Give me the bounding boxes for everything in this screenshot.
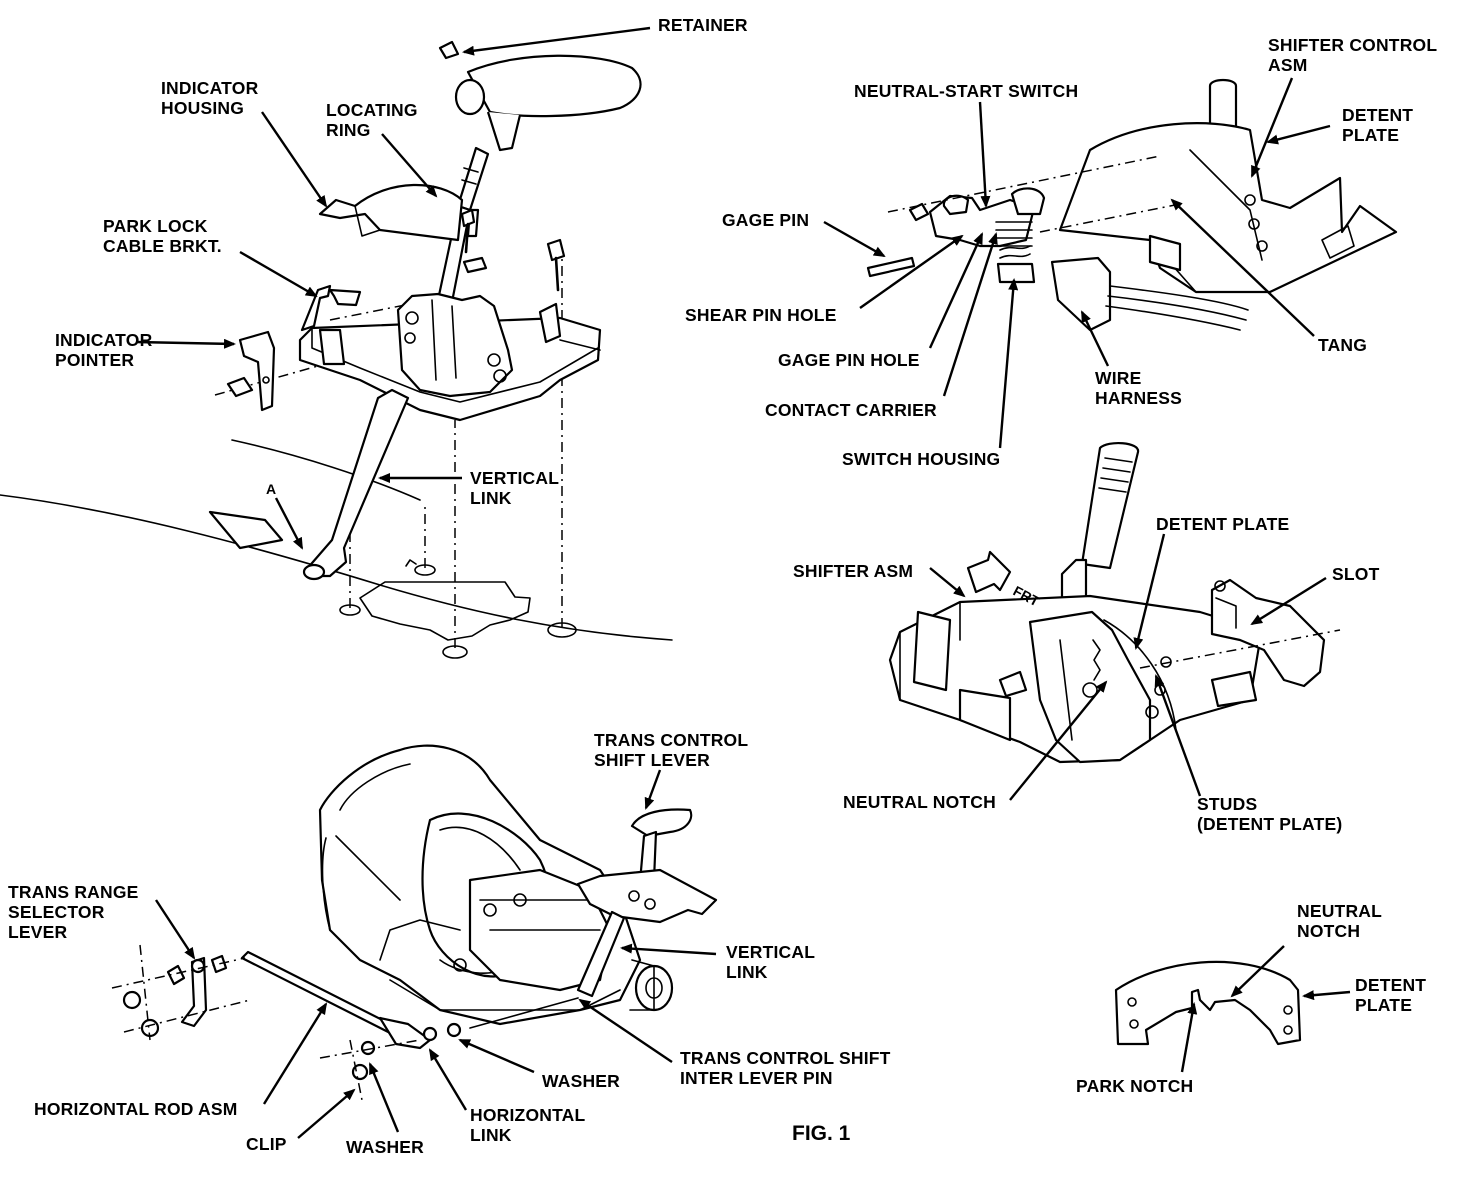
transmission-case xyxy=(318,744,642,1026)
label-inter-lever-pin-2: INTER LEVER PIN xyxy=(680,1068,833,1088)
shifter-asm-mid xyxy=(888,442,1326,764)
label-vertical-link-top-2: LINK xyxy=(470,488,512,508)
trans-control-shift-lever-part xyxy=(576,808,718,924)
label-retainer: RETAINER xyxy=(658,15,748,35)
bottom-axis-lines xyxy=(111,944,421,1101)
label-washer-bottom: WASHER xyxy=(346,1137,424,1157)
shifter-base xyxy=(298,292,602,422)
label-locating-ring-2: RING xyxy=(326,120,371,140)
shifter-control-asm xyxy=(1058,78,1398,294)
frt-arrow xyxy=(966,550,1012,594)
vertical-link-bottom-part xyxy=(576,910,674,1012)
shift-knob xyxy=(438,40,642,152)
switch-axis-lines xyxy=(887,155,1181,233)
label-wire-harness-1: WIRE xyxy=(1095,368,1142,388)
label-detent-plate-detail-1: DETENT xyxy=(1355,975,1426,995)
label-point-a: A xyxy=(266,481,276,497)
bolt-top-left xyxy=(460,208,566,292)
label-neutral-notch-mid: NEUTRAL NOTCH xyxy=(843,792,996,812)
label-gage-pin-hole: GAGE PIN HOLE xyxy=(778,350,920,370)
neutral-start-switch xyxy=(908,187,1046,284)
label-detent-plate-top-2: PLATE xyxy=(1342,125,1399,145)
label-vertical-link-top-1: VERTICAL xyxy=(470,468,559,488)
label-horizontal-link-1: HORIZONTAL xyxy=(470,1105,586,1125)
label-detent-plate-top-1: DETENT xyxy=(1342,105,1413,125)
vertical-link-top xyxy=(302,388,410,581)
label-studs-1: STUDS xyxy=(1197,794,1257,814)
label-trans-range-selector-2: SELECTOR xyxy=(8,902,105,922)
label-shifter-asm: SHIFTER ASM xyxy=(793,561,913,581)
park-lock-cable-bracket xyxy=(300,284,362,332)
labels: RETAINER INDICATOR HOUSING LOCATING RING… xyxy=(8,15,1437,1157)
label-studs-2: (DETENT PLATE) xyxy=(1197,814,1342,834)
label-indicator-pointer-2: POINTER xyxy=(55,350,134,370)
label-neutral-start-switch: NEUTRAL-START SWITCH xyxy=(854,81,1078,101)
label-inter-lever-pin-1: TRANS CONTROL SHIFT xyxy=(680,1048,891,1068)
label-detent-plate-detail-2: PLATE xyxy=(1355,995,1412,1015)
label-washer-right: WASHER xyxy=(542,1071,620,1091)
label-vertical-link-bottom-2: LINK xyxy=(726,962,768,982)
label-contact-carrier: CONTACT CARRIER xyxy=(765,400,937,420)
label-clip: CLIP xyxy=(246,1134,287,1154)
floor-panel xyxy=(0,439,673,659)
horizontal-rod xyxy=(240,950,579,1081)
indicator-pointer xyxy=(226,330,276,412)
label-shifter-control-asm-2: ASM xyxy=(1268,55,1308,75)
label-shear-pin-hole: SHEAR PIN HOLE xyxy=(685,305,837,325)
label-indicator-housing-2: HOUSING xyxy=(161,98,244,118)
label-trans-control-shift-lever-2: SHIFT LEVER xyxy=(594,750,710,770)
label-detent-plate-mid: DETENT PLATE xyxy=(1156,514,1289,534)
label-slot: SLOT xyxy=(1332,564,1380,584)
label-shifter-control-asm-1: SHIFTER CONTROL xyxy=(1268,35,1437,55)
label-horizontal-rod-asm: HORIZONTAL ROD ASM xyxy=(34,1099,238,1119)
label-trans-range-selector-1: TRANS RANGE xyxy=(8,882,139,902)
label-park-notch: PARK NOTCH xyxy=(1076,1076,1193,1096)
figure-caption: FIG. 1 xyxy=(792,1122,851,1145)
range-selector-lever-part xyxy=(122,954,228,1038)
leader-lines xyxy=(135,26,1351,1139)
label-neutral-notch-detail-1: NEUTRAL xyxy=(1297,901,1382,921)
label-park-lock-2: CABLE BRKT. xyxy=(103,236,222,256)
label-gage-pin: GAGE PIN xyxy=(722,210,809,230)
label-switch-housing: SWITCH HOUSING xyxy=(842,449,1000,469)
label-indicator-pointer-1: INDICATOR xyxy=(55,330,153,350)
label-wire-harness-2: HARNESS xyxy=(1095,388,1182,408)
gage-pin xyxy=(866,256,916,278)
slot-axis-line xyxy=(1139,629,1341,669)
label-vertical-link-bottom-1: VERTICAL xyxy=(726,942,815,962)
wire-harness xyxy=(1050,256,1249,332)
label-park-lock-1: PARK LOCK xyxy=(103,216,208,236)
label-neutral-notch-detail-2: NOTCH xyxy=(1297,921,1360,941)
label-trans-control-shift-lever-1: TRANS CONTROL xyxy=(594,730,748,750)
detent-plate-detail-part xyxy=(1114,960,1302,1046)
label-tang: TANG xyxy=(1318,335,1367,355)
label-trans-range-selector-3: LEVER xyxy=(8,922,68,942)
label-indicator-housing-1: INDICATOR xyxy=(161,78,259,98)
label-locating-ring-1: LOCATING xyxy=(326,100,418,120)
label-horizontal-link-2: LINK xyxy=(470,1125,512,1145)
